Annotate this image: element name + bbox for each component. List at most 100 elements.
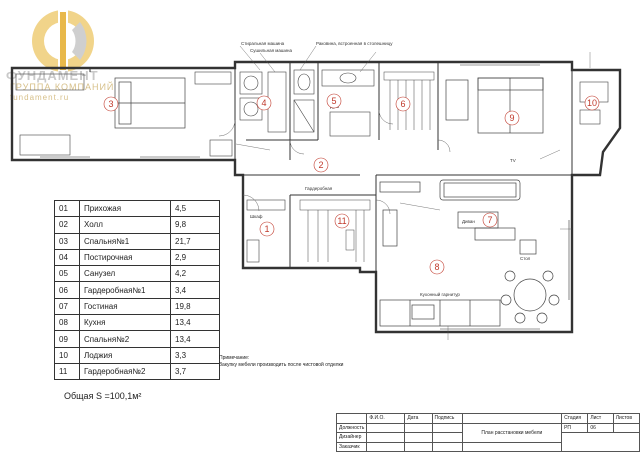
room-marker-5: [326, 93, 342, 109]
room-marker-9: [504, 110, 520, 126]
room-marker-2: [313, 157, 329, 173]
kitchen-furniture: [379, 270, 560, 327]
room-marker-1-label: 1: [264, 224, 269, 234]
title-block: Ф.И.О. Дата Подпись Стадия Лист Листов Д…: [335, 413, 640, 452]
room-name: Санузел: [79, 265, 171, 283]
bed-2: [445, 77, 544, 134]
room-number: 01: [54, 199, 80, 218]
room-number: 07: [54, 297, 80, 316]
bathroom-fixtures: [293, 69, 375, 137]
plan-walls: [10, 60, 622, 334]
stamp-spacer: [461, 413, 563, 424]
room-marker-8-label: 8: [434, 262, 439, 272]
label-tv: TV: [510, 158, 516, 163]
entry-furniture: [246, 199, 286, 263]
stamp-sheet-value: 06: [587, 422, 614, 433]
windows: [40, 61, 573, 333]
room-marker-3-label: 3: [108, 99, 113, 109]
room-name: Кухня: [79, 314, 171, 332]
room-area: 2,9: [170, 248, 220, 267]
room-name: Спальня№1: [79, 232, 171, 250]
bedroom1-furniture: [15, 71, 233, 157]
room-area: 19,8: [170, 297, 220, 316]
room-area: 3,4: [170, 281, 220, 299]
room-name: Спальня№2: [79, 330, 171, 348]
room-marker-7-label: 7: [487, 215, 492, 225]
label-wardrobe: Гардеробная: [305, 186, 333, 191]
logo-subtitle: ГРУППА КОМПАНИЙ: [10, 82, 115, 92]
room-name: Лоджия: [79, 346, 171, 364]
label-cabinet: Шкаф: [250, 214, 263, 219]
room-area: 4,2: [170, 265, 220, 283]
room-number: 06: [54, 281, 80, 299]
label-sofa: Диван: [462, 219, 475, 224]
room-marker-6-label: 6: [400, 99, 405, 109]
label-table: Стол: [520, 256, 531, 261]
room-marker-5-label: 5: [331, 96, 336, 106]
room-number: 09: [54, 330, 80, 348]
room-marker-11-label: 11: [337, 216, 346, 226]
room-marker-9-label: 9: [509, 113, 514, 123]
room-area: 4,5: [170, 199, 220, 218]
room-number: 11: [54, 362, 80, 381]
room-area: 13,4: [170, 314, 220, 332]
room-name: Прихожая: [79, 199, 171, 218]
stamp-header-signature: Подпись: [431, 413, 463, 424]
company-logo: [32, 10, 94, 72]
room-marker-4: [256, 95, 272, 111]
annotation-lines: [235, 45, 591, 340]
wardrobe-2-shelves: [299, 199, 371, 262]
room-area: 3,3: [170, 346, 220, 364]
room-number: 02: [54, 216, 80, 234]
room-marker-6: [395, 96, 411, 112]
room-markers: 1 2 3 4 5 6 7 8 9 10 11: [103, 93, 600, 275]
total-area: Общая S =100,1м²: [64, 391, 142, 401]
room-number: 03: [54, 232, 80, 250]
note-title: Примечание:: [219, 355, 250, 361]
logo-stem: [60, 12, 66, 70]
room-marker-4-label: 4: [261, 98, 266, 108]
stamp-row-designer: Дизайнер: [335, 432, 368, 443]
logo-title: ФУНДАМЕНТ: [6, 68, 99, 83]
label-sink-counter: Раковина, встроенная в столешницу: [316, 41, 393, 46]
stamp-row-customer: Заказчик: [335, 441, 368, 452]
stamp-header-date: Дата: [404, 413, 433, 424]
room-number: 04: [54, 248, 80, 267]
room-marker-7: [482, 212, 498, 228]
room-area: 3,7: [170, 362, 220, 381]
room-name: Гардеробная№1: [79, 281, 171, 299]
room-name: Постирочная: [79, 248, 171, 267]
room-marker-1: [259, 221, 275, 237]
label-dryer: Сушильная машина: [250, 48, 292, 53]
label-kitchen: Кухонный гарнитур: [420, 291, 460, 297]
bed-1: [114, 77, 186, 129]
stamp-header-name: Ф.И.О.: [366, 413, 406, 424]
label-washer: Стиральная машина: [241, 41, 285, 46]
room-area: 13,4: [170, 330, 220, 348]
room-area: 21,7: [170, 232, 220, 250]
room-name: Холл: [79, 216, 171, 234]
room-marker-10: [584, 95, 600, 111]
room-number: 10: [54, 346, 80, 364]
room-name: Гостиная: [79, 297, 171, 316]
stamp-header-sheets: Листов: [612, 413, 640, 424]
doors: [218, 109, 451, 215]
room-area: 9,8: [170, 216, 220, 234]
room-marker-11: [334, 213, 350, 229]
room-number: 08: [54, 314, 80, 332]
room-marker-2-label: 2: [318, 160, 323, 170]
stamp-header-stage: Стадия: [561, 413, 589, 424]
living-room-furniture: [379, 179, 537, 255]
